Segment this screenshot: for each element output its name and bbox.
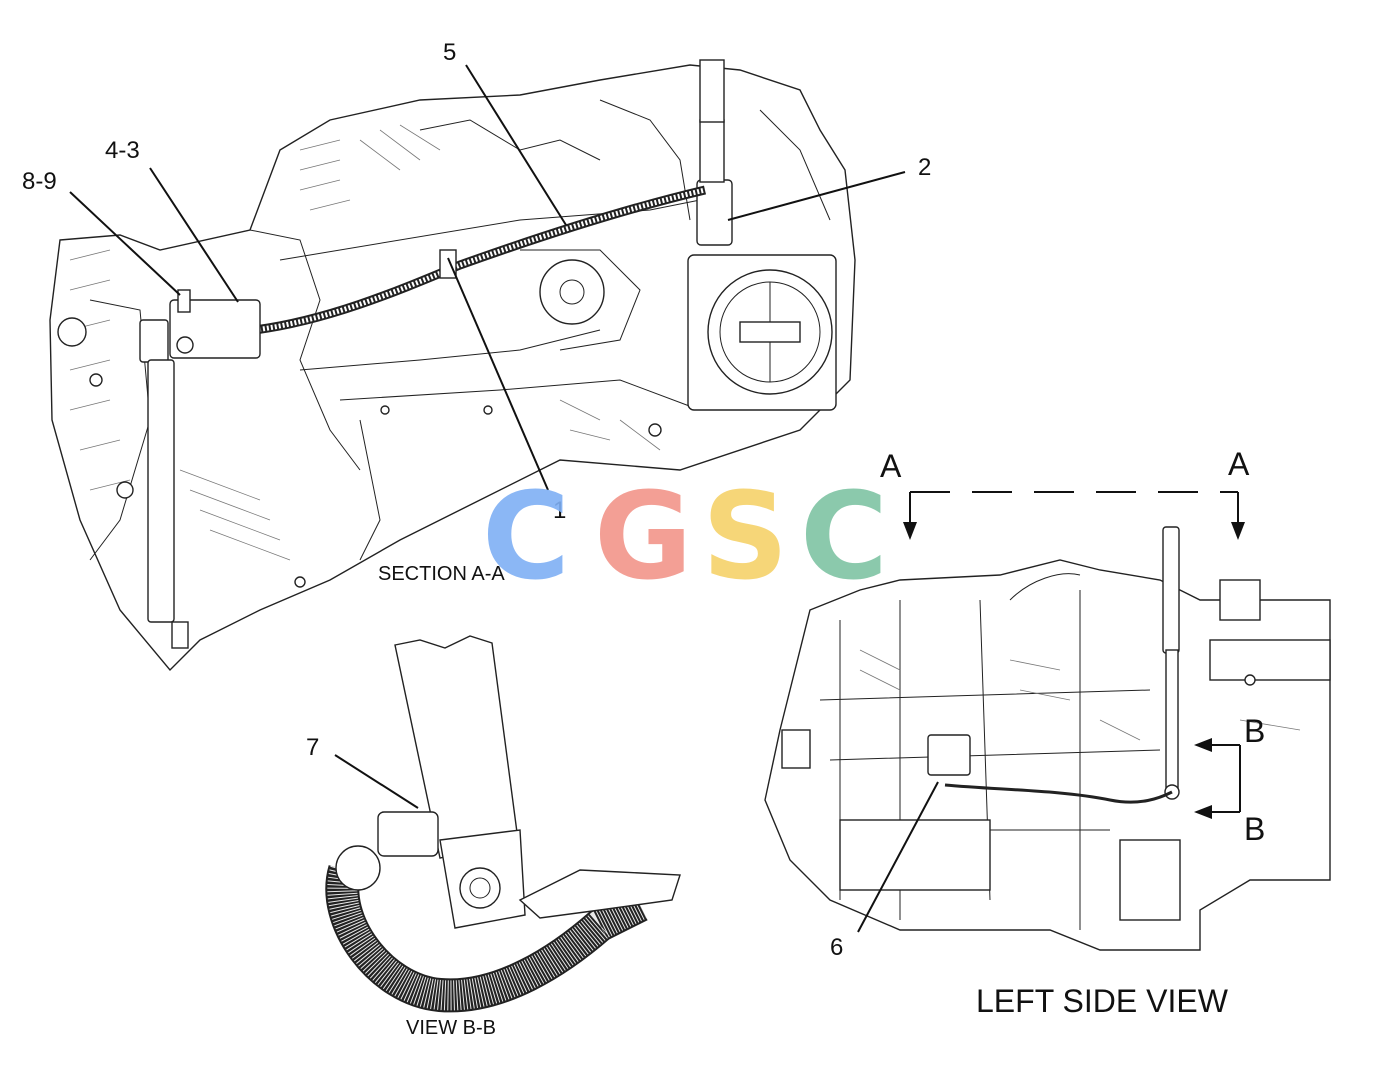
callout-8-9: 8-9: [22, 168, 57, 195]
section-aa-illustration: [49, 59, 856, 672]
section-cut-bb: [1194, 738, 1241, 819]
callout-6: 6: [830, 934, 843, 961]
callout-2: 2: [918, 154, 931, 181]
watermark-letter-g: G: [594, 468, 693, 607]
callout-7: 7: [306, 734, 319, 761]
section-marker-a-right: A: [1228, 446, 1250, 482]
left-side-view-illustration: [764, 526, 1331, 951]
caption-view-bb: VIEW B-B: [406, 1017, 496, 1039]
watermark-logo: C G S C: [482, 468, 888, 607]
section-marker-b-bottom: B: [1244, 811, 1265, 847]
section-marker-a-left: A: [880, 448, 902, 484]
watermark-letter-s: S: [702, 468, 788, 607]
callout-1: 1: [553, 497, 566, 524]
callout-5: 5: [443, 39, 456, 66]
leader-lines: [69, 64, 939, 933]
caption-section-aa: SECTION A-A: [378, 563, 505, 585]
view-bb-illustration: [325, 635, 681, 1013]
section-cut-aa: [903, 491, 1245, 540]
callout-4-3: 4-3: [105, 137, 140, 164]
watermark-letter-c2: C: [800, 468, 888, 607]
watermark-letter-c1: C: [482, 468, 570, 607]
section-marker-b-top: B: [1244, 713, 1265, 749]
caption-left-side-view: LEFT SIDE VIEW: [976, 983, 1229, 1019]
